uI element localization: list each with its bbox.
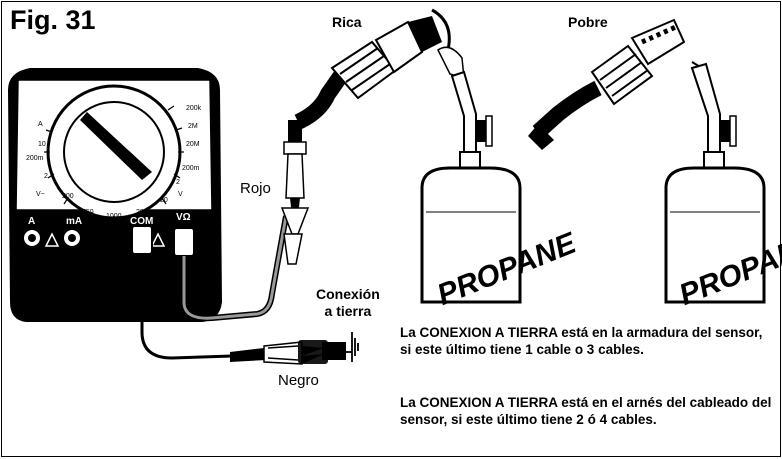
ground-symbol xyxy=(346,332,359,362)
svg-text:2M: 2M xyxy=(188,123,198,130)
red-lead-label: Rojo xyxy=(240,180,271,197)
left-torch xyxy=(450,70,493,169)
figure-title: Fig. 31 xyxy=(10,5,96,35)
svg-text:20: 20 xyxy=(160,197,168,204)
svg-text:200: 200 xyxy=(136,209,148,216)
svg-text:200: 200 xyxy=(62,193,74,200)
red-probe xyxy=(280,120,310,265)
rich-label: Rica xyxy=(332,14,362,30)
com-plug[interactable] xyxy=(131,225,153,255)
svg-text:750: 750 xyxy=(82,209,94,216)
svg-text:200k: 200k xyxy=(186,105,202,112)
black-lead-label: Negro xyxy=(278,372,319,389)
port-a-label: A xyxy=(28,216,35,227)
right-torch xyxy=(690,61,737,169)
svg-text:20M: 20M xyxy=(186,141,200,148)
black-lead-wire xyxy=(140,254,233,360)
svg-text:200m: 200m xyxy=(26,155,44,162)
svg-text:1000: 1000 xyxy=(106,213,122,220)
warning-icon xyxy=(150,232,166,247)
lean-label: Pobre xyxy=(568,14,608,30)
port-com-label: COM xyxy=(130,216,153,227)
svg-text:2: 2 xyxy=(44,173,48,180)
multimeter: A 10 200m 2 V~ 200 750 1000 200 20 2 200… xyxy=(8,68,222,322)
warning-icon xyxy=(44,232,60,247)
svg-text:10: 10 xyxy=(38,141,46,148)
port-ma-label: mA xyxy=(66,216,82,227)
svg-text:200m: 200m xyxy=(182,165,200,172)
left-propane-tank: PROPANE xyxy=(420,166,581,312)
svg-text:A: A xyxy=(38,121,43,128)
right-propane-tank: PROPANE xyxy=(664,166,782,312)
vohm-plug[interactable] xyxy=(173,227,195,257)
svg-text:V: V xyxy=(178,191,183,198)
rich-sensor xyxy=(294,8,465,130)
ground-label-line1: Conexión xyxy=(316,286,380,302)
note-two-four-wire: La CONEXION A TIERRA está en el arnés de… xyxy=(400,395,772,427)
port-v-ohm-label: VΩ xyxy=(176,212,191,223)
svg-text:V~: V~ xyxy=(36,191,45,198)
note-one-three-wire: La CONEXION A TIERRA está en la armadura… xyxy=(400,325,763,357)
svg-text:2: 2 xyxy=(176,179,180,186)
lean-sensor xyxy=(528,18,686,150)
ground-connection-label: Conexión a tierra xyxy=(316,286,380,320)
black-alligator-clip xyxy=(230,340,346,365)
ground-label-line2: a tierra xyxy=(324,303,372,319)
